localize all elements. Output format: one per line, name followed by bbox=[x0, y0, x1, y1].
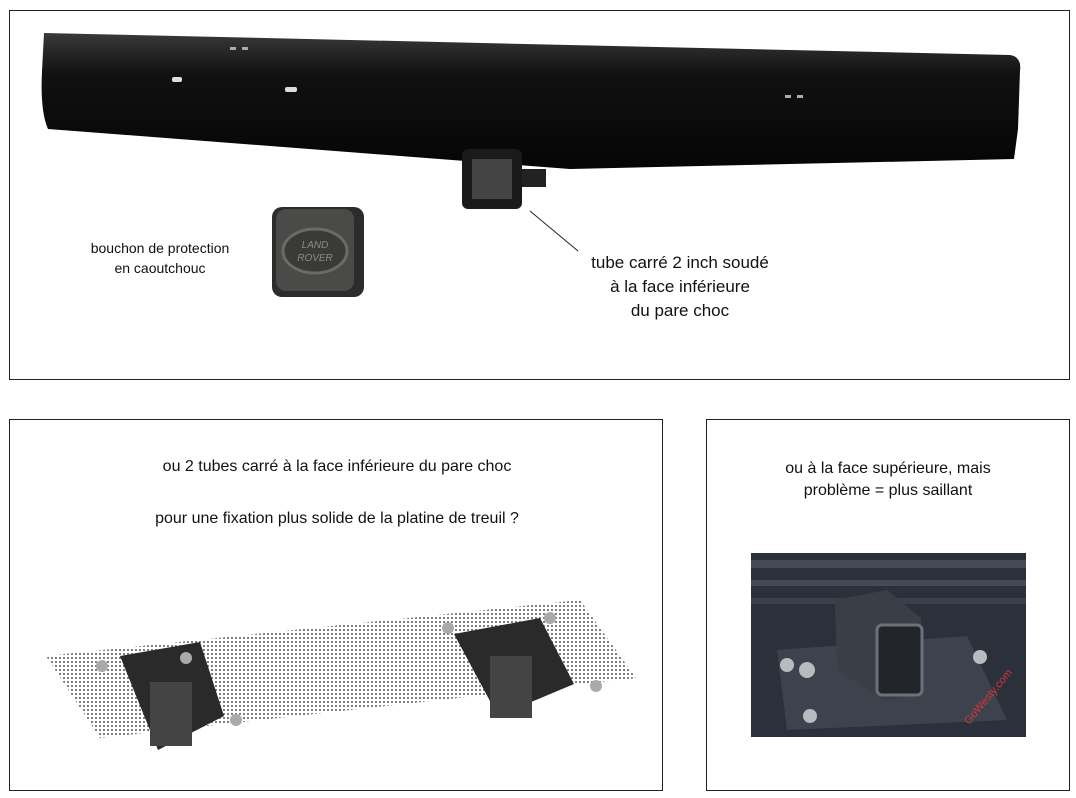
svg-text:LAND: LAND bbox=[302, 240, 329, 251]
option-text-line2: pour une fixation plus solide de la plat… bbox=[155, 510, 519, 527]
cap-label: bouchon de protection en caoutchouc bbox=[90, 240, 230, 276]
receiver-tube bbox=[462, 149, 546, 209]
bumper bbox=[41, 33, 1021, 169]
bottom-right-panel: ou à la face supérieure, mais problème =… bbox=[706, 419, 1070, 791]
receiver-tube-left bbox=[96, 642, 242, 750]
bottom-left-panel: ou 2 tubes carré à la face inférieure du… bbox=[9, 419, 663, 791]
top-panel: LAND ROVER bouchon de protection en caou… bbox=[9, 10, 1070, 380]
top-mounted-receiver-photo: GoWesty.com bbox=[751, 553, 1026, 737]
option-text: ou à la face supérieure, mais problème =… bbox=[785, 460, 991, 499]
option-text-line1: ou 2 tubes carré à la face inférieure du… bbox=[162, 458, 512, 475]
callout-line bbox=[529, 210, 579, 252]
svg-text:ROVER: ROVER bbox=[297, 253, 333, 264]
rubber-cap-image: LAND ROVER bbox=[272, 207, 364, 297]
tube-label: tube carré 2 inch soudé à la face inféri… bbox=[591, 253, 769, 320]
two-tubes-illustration bbox=[46, 600, 636, 750]
receiver-tube-right bbox=[442, 612, 602, 718]
bumper-illustration: LAND ROVER bbox=[41, 33, 1021, 297]
